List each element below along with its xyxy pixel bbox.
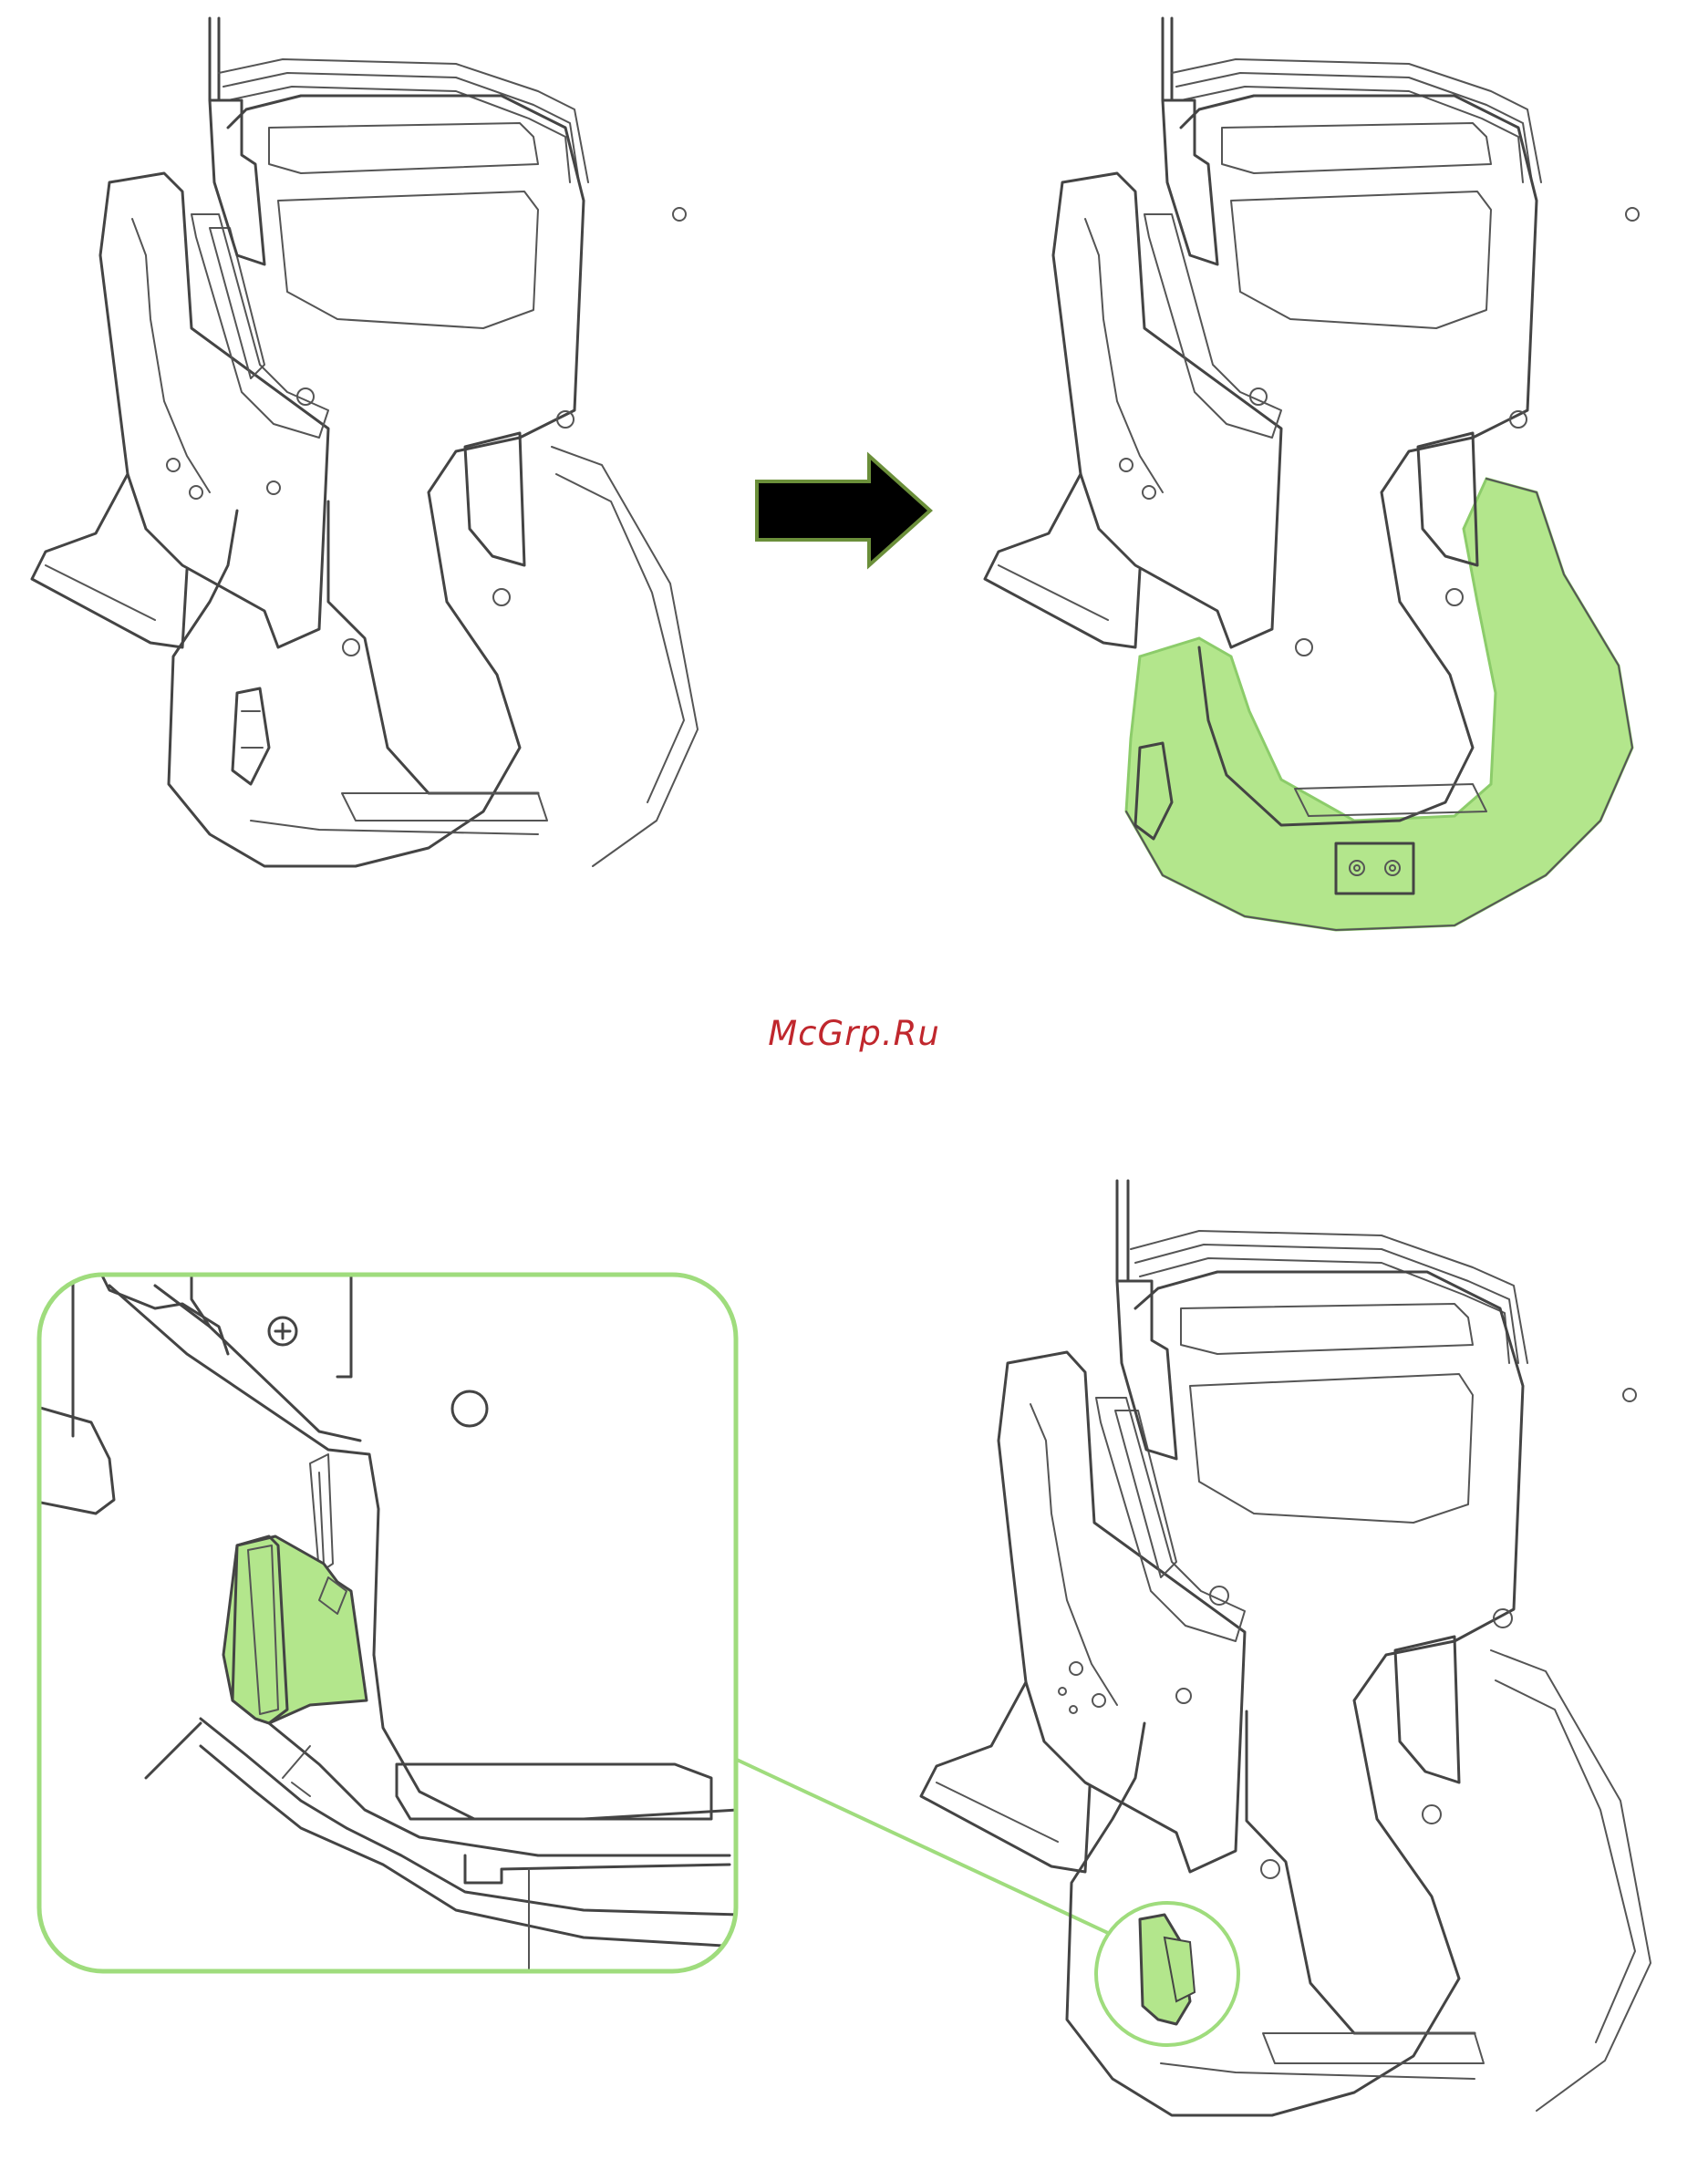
- right-arrow-icon: [755, 454, 933, 568]
- watermark-text: McGrp.Ru: [0, 1014, 1708, 1053]
- callout-zoom-box: [36, 1272, 739, 1974]
- green-base-highlight: [1126, 479, 1632, 930]
- mouse-latch-illustration: [916, 1181, 1646, 2134]
- mouse-before-illustration: [27, 18, 720, 894]
- mouse-after-illustration: [980, 18, 1673, 930]
